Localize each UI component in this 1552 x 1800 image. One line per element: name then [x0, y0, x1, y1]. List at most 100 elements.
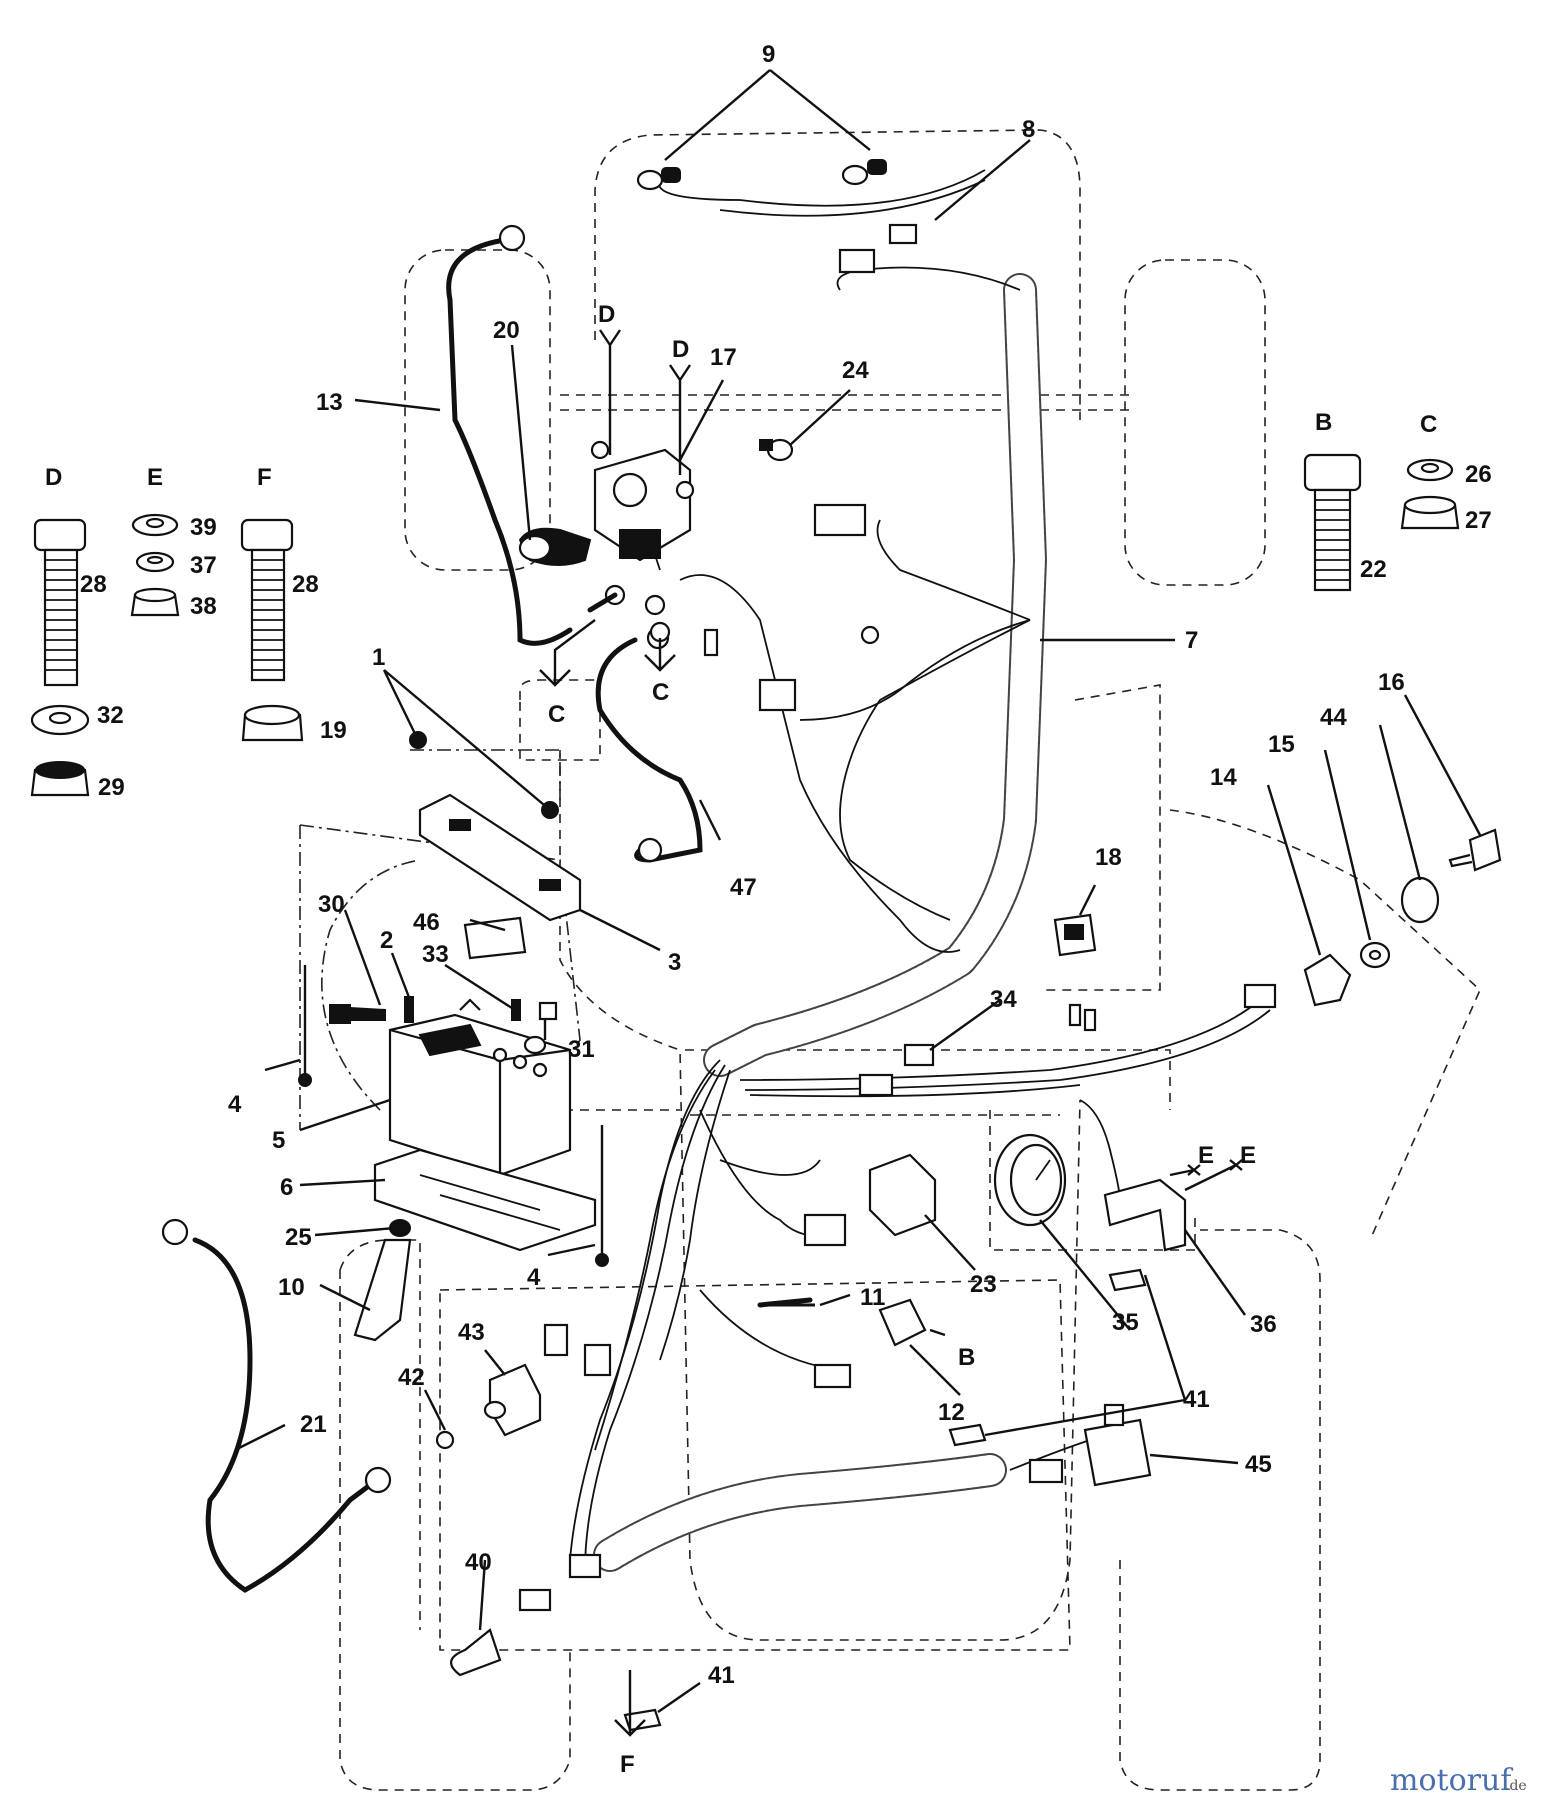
- callout-6: 6: [280, 1174, 293, 1201]
- bracket-36: [1103, 1178, 1187, 1252]
- callout-20: 20: [493, 317, 520, 344]
- hardware-legend: [30, 453, 1460, 797]
- ref-letter-D2: D: [672, 336, 689, 363]
- connector-40: [450, 1588, 552, 1677]
- callout-15: 15: [1268, 731, 1295, 758]
- clip-24: [759, 438, 794, 462]
- switch-12: [878, 1298, 927, 1347]
- callout-36: 36: [1250, 1311, 1277, 1338]
- long-bolts-4: [298, 965, 609, 1267]
- callout-41b: 41: [708, 1662, 735, 1689]
- callout-33: 33: [422, 941, 449, 968]
- legend-letter-F: F: [257, 464, 272, 491]
- callout-12: 12: [938, 1399, 965, 1426]
- callout-35: 35: [1112, 1309, 1139, 1336]
- callout-24: 24: [842, 357, 869, 384]
- callout-4b: 4: [527, 1264, 541, 1291]
- callout-7: 7: [1185, 627, 1198, 654]
- callout-32: 32: [97, 702, 124, 729]
- callout-27: 27: [1465, 507, 1492, 534]
- letter-labels: D E F B C D D C C E E B F: [45, 301, 1437, 1778]
- watermark: motoruf .de: [1390, 1763, 1527, 1798]
- bezel-44: [1400, 876, 1440, 924]
- switch-18: [1053, 913, 1097, 1032]
- callout-30: 30: [318, 891, 345, 918]
- callout-11: 11: [860, 1284, 885, 1311]
- headlight-bulbs: [636, 159, 887, 191]
- chassis-outline: [339, 129, 1481, 1791]
- callout-labels: 1 2 3 4 4 5 6 7 8 9 10 11 12 13 14 15 16…: [80, 41, 1492, 1689]
- callout-2: 2: [380, 927, 393, 954]
- battery-tray-6: [373, 1148, 597, 1252]
- leader-lines: [234, 69, 1482, 1713]
- callout-13: 13: [316, 389, 343, 416]
- ref-letter-D1: D: [598, 301, 615, 328]
- callout-38: 38: [190, 593, 217, 620]
- callout-5: 5: [272, 1127, 285, 1154]
- terminal-bolts: [329, 996, 558, 1024]
- switch-45: [1028, 1403, 1152, 1487]
- callout-47: 47: [730, 874, 757, 901]
- callout-28b: 28: [292, 571, 319, 598]
- ref-letter-E1: E: [1198, 1142, 1214, 1169]
- reference-arrows: [539, 329, 1243, 1737]
- battery-cable-21: [161, 1218, 392, 1593]
- key-16: [1448, 828, 1502, 872]
- callout-37: 37: [190, 552, 217, 579]
- legend-letter-B: B: [1315, 409, 1332, 436]
- callout-8: 8: [1022, 116, 1035, 143]
- connector-34: [858, 1043, 935, 1097]
- callout-46: 46: [413, 909, 440, 936]
- callout-44: 44: [1320, 704, 1347, 731]
- callout-10: 10: [278, 1274, 305, 1301]
- ref-letter-B: B: [958, 1344, 975, 1371]
- legend-letter-E: E: [147, 464, 163, 491]
- watermark-suffix: .de: [1505, 1778, 1527, 1794]
- callout-4a: 4: [228, 1091, 242, 1118]
- callout-1: 1: [372, 644, 385, 671]
- main-wire-harness: [569, 169, 1271, 1572]
- watermark-text: motoruf: [1390, 1763, 1513, 1798]
- pad-46: [463, 916, 527, 960]
- callout-25: 25: [285, 1224, 312, 1251]
- switch-43: [483, 1363, 542, 1437]
- battery-5: [388, 998, 572, 1177]
- callout-45: 45: [1245, 1451, 1272, 1478]
- harness-connectors-upper: [703, 503, 880, 712]
- callout-26: 26: [1465, 461, 1492, 488]
- ground-cable-13: [446, 224, 573, 646]
- legend-letter-C: C: [1420, 411, 1437, 438]
- callout-3: 3: [668, 949, 681, 976]
- callout-39: 39: [190, 514, 217, 541]
- callout-43: 43: [458, 1319, 485, 1346]
- ref-letter-C2: C: [652, 679, 669, 706]
- ref-letter-C1: C: [548, 701, 565, 728]
- solenoid-terminals: [587, 584, 671, 643]
- callout-29: 29: [98, 774, 125, 801]
- clips-41: [623, 1268, 1147, 1732]
- battery-cable-47: [595, 626, 703, 863]
- relay-23: [868, 1153, 937, 1237]
- nut-15: [1359, 941, 1391, 969]
- callout-18: 18: [1095, 844, 1122, 871]
- callout-14: 14: [1210, 764, 1237, 791]
- callout-23: 23: [970, 1271, 997, 1298]
- headlight-connectors: [838, 223, 918, 274]
- nut-42: [435, 1430, 455, 1450]
- callout-31: 31: [568, 1036, 595, 1063]
- callout-21: 21: [300, 1411, 327, 1438]
- legend-letter-D: D: [45, 464, 62, 491]
- callout-9: 9: [762, 41, 775, 68]
- callout-19: 19: [320, 717, 347, 744]
- hour-meter-35: [993, 1133, 1067, 1227]
- callout-34: 34: [990, 986, 1017, 1013]
- ref-letter-F: F: [620, 1751, 635, 1778]
- boot-10: [353, 1219, 412, 1342]
- ignition-switch-14: [1243, 953, 1352, 1009]
- callout-42: 42: [398, 1364, 425, 1391]
- ref-letter-E2: E: [1240, 1142, 1256, 1169]
- harness-connectors-mid: [543, 1213, 852, 1579]
- callout-16: 16: [1378, 669, 1405, 696]
- callout-41a: 41: [1183, 1386, 1210, 1413]
